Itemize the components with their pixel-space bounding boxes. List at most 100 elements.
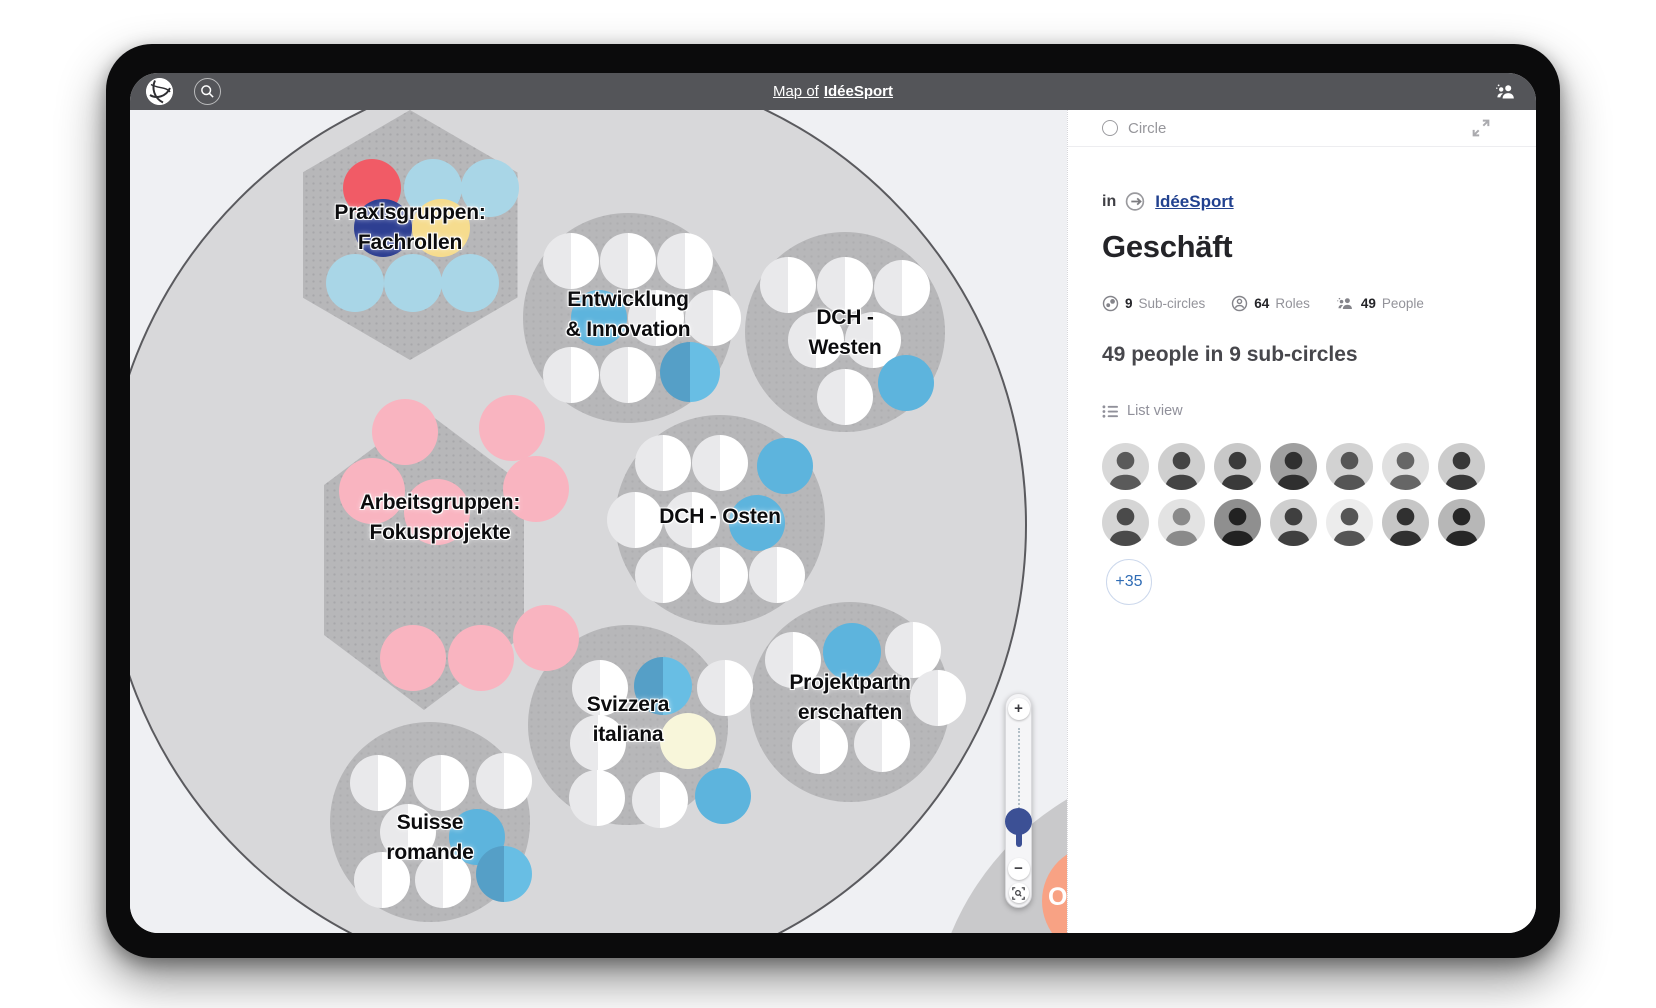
role-circle-half[interactable] bbox=[664, 492, 720, 548]
role-circle-half[interactable] bbox=[874, 260, 930, 316]
role-circle-half[interactable] bbox=[692, 547, 748, 603]
person-avatar[interactable] bbox=[1270, 499, 1317, 546]
person-avatar[interactable] bbox=[1382, 443, 1429, 490]
role-circle-half[interactable] bbox=[569, 770, 625, 826]
more-people-button[interactable]: +35 bbox=[1106, 559, 1152, 605]
role-circle-blue[interactable] bbox=[823, 623, 881, 681]
app-logo-icon[interactable] bbox=[146, 78, 173, 105]
role-circle-blue[interactable] bbox=[878, 355, 934, 411]
role-circle-paleyellow[interactable] bbox=[660, 713, 716, 769]
cluster-label-entwicklung-innovation: Entwicklung& Innovation bbox=[565, 288, 691, 341]
role-circle-half[interactable] bbox=[635, 435, 691, 491]
role-circle-half[interactable] bbox=[476, 753, 532, 809]
people-icon[interactable] bbox=[1494, 80, 1518, 104]
list-view-icon bbox=[1102, 404, 1118, 418]
role-circle-pink[interactable] bbox=[380, 625, 446, 691]
role-circle-blue2[interactable] bbox=[476, 846, 532, 902]
zoom-out-button[interactable]: − bbox=[1007, 858, 1030, 880]
role-circle-half[interactable] bbox=[685, 290, 741, 346]
zoom-control: + − bbox=[1005, 693, 1032, 908]
role-circle-half[interactable] bbox=[697, 660, 753, 716]
role-circle-half[interactable] bbox=[910, 670, 966, 726]
role-circle-half[interactable] bbox=[635, 547, 691, 603]
zoom-slider-track[interactable] bbox=[1018, 728, 1020, 840]
person-avatar[interactable] bbox=[1214, 443, 1261, 490]
person-avatar[interactable] bbox=[1102, 443, 1149, 490]
role-circle-half[interactable] bbox=[572, 660, 628, 716]
role-circle-half[interactable] bbox=[788, 312, 844, 368]
role-circle-pink[interactable] bbox=[448, 625, 514, 691]
role-circle-half[interactable] bbox=[628, 290, 684, 346]
role-circle-blue[interactable] bbox=[571, 290, 627, 346]
role-circle-half[interactable] bbox=[792, 718, 848, 774]
role-circle-half[interactable] bbox=[350, 755, 406, 811]
person-avatar[interactable] bbox=[1158, 499, 1205, 546]
role-circle-half[interactable] bbox=[354, 852, 410, 908]
role-circle-half[interactable] bbox=[632, 772, 688, 828]
role-circle-pink[interactable] bbox=[339, 458, 405, 524]
role-circle-half[interactable] bbox=[415, 852, 471, 908]
person-avatar[interactable] bbox=[1438, 499, 1485, 546]
role-circle-half[interactable] bbox=[543, 233, 599, 289]
role-circle-blue[interactable] bbox=[695, 768, 751, 824]
role-circle-half[interactable] bbox=[657, 233, 713, 289]
cluster-label-dch-osten: DCH - Osten bbox=[659, 505, 781, 528]
zoom-slider-thumb[interactable] bbox=[1005, 808, 1032, 847]
role-circle-half[interactable] bbox=[854, 716, 910, 772]
role-circle-blue2[interactable] bbox=[660, 342, 720, 402]
search-icon[interactable] bbox=[194, 78, 221, 105]
person-avatar[interactable] bbox=[1214, 499, 1261, 546]
person-avatar[interactable] bbox=[1326, 499, 1373, 546]
zoom-in-button[interactable]: + bbox=[1007, 698, 1030, 720]
role-circle-half[interactable] bbox=[817, 257, 873, 313]
role-circle-blue[interactable] bbox=[729, 495, 785, 551]
role-circle-pink[interactable] bbox=[372, 399, 438, 465]
role-circle-navy[interactable] bbox=[354, 199, 412, 257]
role-circle-lightblue[interactable] bbox=[384, 254, 442, 312]
role-circle-half[interactable] bbox=[570, 715, 626, 771]
role-circle-pink[interactable] bbox=[503, 456, 569, 522]
role-circle-lightblue[interactable] bbox=[461, 159, 519, 217]
role-circle-lightblue[interactable] bbox=[326, 254, 384, 312]
role-circle-blue2[interactable] bbox=[634, 657, 692, 715]
role-circle-pink[interactable] bbox=[513, 605, 579, 671]
person-avatar[interactable] bbox=[1438, 443, 1485, 490]
role-circle-half[interactable] bbox=[817, 369, 873, 425]
role-circle-half[interactable] bbox=[760, 257, 816, 313]
role-circle-blue[interactable] bbox=[757, 438, 813, 494]
role-circle-half[interactable] bbox=[692, 435, 748, 491]
expand-button[interactable] bbox=[1470, 117, 1492, 139]
role-circle-half[interactable] bbox=[380, 804, 436, 860]
person-avatar[interactable] bbox=[1326, 443, 1373, 490]
role-circle-half[interactable] bbox=[607, 492, 663, 548]
stat-sub-circles: 9 Sub-circles bbox=[1102, 295, 1205, 312]
role-circle-lightblue[interactable] bbox=[441, 254, 499, 312]
zoom-reset-button[interactable] bbox=[1008, 883, 1029, 903]
person-avatar[interactable] bbox=[1270, 443, 1317, 490]
people-summary: 49 people in 9 sub-circles bbox=[1102, 343, 1358, 366]
role-circle-half[interactable] bbox=[765, 632, 821, 688]
role-circle-half[interactable] bbox=[749, 547, 805, 603]
map-title-bold: IdéeSport bbox=[823, 83, 894, 100]
detail-panel: Circle in IdéeSport bbox=[1067, 110, 1536, 933]
role-circle-half[interactable] bbox=[600, 347, 656, 403]
expand-icon bbox=[1472, 119, 1490, 137]
role-circle-yellow[interactable] bbox=[412, 199, 470, 257]
role-circle-half[interactable] bbox=[600, 233, 656, 289]
parent-circle-link[interactable]: IdéeSport bbox=[1155, 191, 1234, 211]
list-view-toggle[interactable]: List view bbox=[1102, 403, 1183, 419]
person-avatar[interactable] bbox=[1158, 443, 1205, 490]
role-circle-half[interactable] bbox=[885, 622, 941, 678]
role-circle-pink[interactable] bbox=[479, 395, 545, 461]
person-avatar[interactable] bbox=[1102, 499, 1149, 546]
role-circle-half[interactable] bbox=[543, 347, 599, 403]
person-avatar[interactable] bbox=[1382, 499, 1429, 546]
stats-row: 9 Sub-circles 64 Roles bbox=[1102, 295, 1424, 312]
role-circle-half[interactable] bbox=[413, 755, 469, 811]
role-circle-pink[interactable] bbox=[404, 479, 470, 545]
